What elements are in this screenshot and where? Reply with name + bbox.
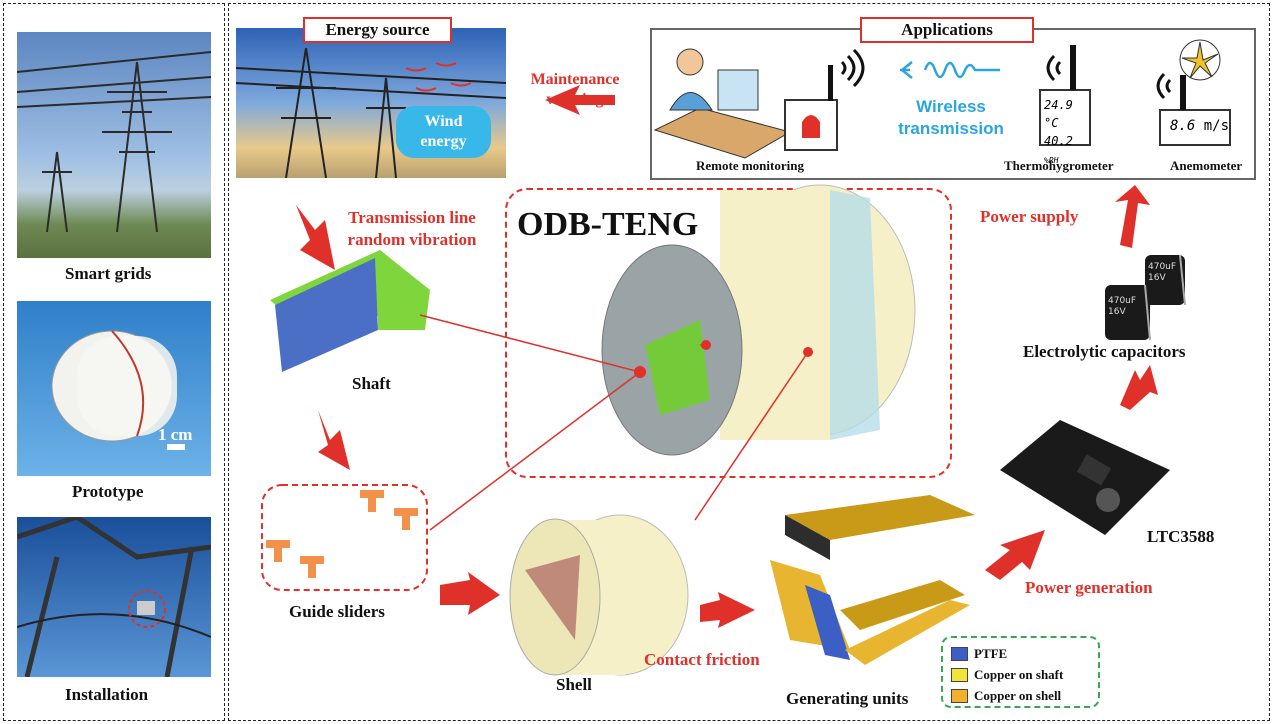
thermo-temp-unit: °C [1044,116,1059,130]
anemometer-graphic [1156,39,1231,146]
shell-label: Shell [556,675,592,694]
pylon-graphic [17,51,211,233]
thermohygrometer-label: Thermohygrometer [1004,158,1114,173]
wifi-signal-icon [840,48,865,88]
thermo-hum: 40.2 [1044,134,1073,148]
capacitors-label: Electrolytic capacitors [1023,342,1186,361]
ltc3588-label: LTC3588 [1147,527,1215,546]
scale-bar-label: 1 cm [158,425,193,444]
legend-label-copper-shaft: Copper on shaft [974,666,1064,682]
shaft-graphic [270,250,430,372]
thermohygrometer-graphic [1039,45,1091,146]
connector-lines [419,314,809,531]
thermo-reading: 24.9 °C 40.2 %RH [1044,96,1090,170]
smart-grids-label: Smart grids [65,264,152,283]
thermo-temp: 24.9 [1044,98,1073,112]
installation-label: Installation [65,685,149,704]
legend-row-copper-shaft: Copper on shaft [951,664,1090,685]
generating-units-label: Generating units [786,689,909,708]
material-legend: PTFE Copper on shaft Copper on shell [941,636,1100,708]
contact-friction-label: Contact friction [644,650,760,669]
smart-grids-photo [17,32,211,258]
odb-teng-title: ODB-TENG [517,206,699,243]
shell-graphic [509,514,689,676]
ltc3588-board [1000,420,1170,535]
energy-source-photo: Wind energy [236,28,506,178]
legend-label-ptfe: PTFE [974,645,1008,661]
installation-photo [17,517,211,677]
applications-title: Applications [860,17,1034,43]
odb-teng-device [601,184,916,456]
installation-graphic [17,517,211,677]
remote-monitoring-label: Remote monitoring [696,158,804,173]
wireless-transmission-label: Wireless transmission [898,97,1004,138]
capacitor-marking-2: 470uF 16V [1108,296,1137,317]
anemo-reading: 8.6 m/s [1170,118,1229,134]
prototype-device-graphic [51,330,185,450]
wind-energy-badge: Wind energy [396,106,491,158]
power-generation-label: Power generation [1025,578,1153,597]
arrows [296,85,1158,628]
anemo-unit: m/s [1203,118,1230,134]
energy-tower-graphic [236,47,506,178]
legend-swatch-ptfe [951,646,968,661]
generating-units-graphic [770,495,975,665]
left-panel [3,3,225,721]
thermo-hum-unit: %RH [1044,156,1059,165]
prototype-photo: 1 cm [17,301,211,476]
transmission-vibration-label: Transmission line random vibration [347,208,477,249]
energy-source-title: Energy source [303,17,452,43]
remote-monitor-graphic [653,48,838,159]
capacitor-marking-1: 470uF 16V [1148,262,1177,283]
legend-label-copper-shell: Copper on shell [974,687,1062,703]
odb-teng-dashed-box [505,188,952,478]
guide-sliders-label: Guide sliders [289,602,385,621]
main-panel [228,3,1270,721]
guide-sliders-graphic [261,484,428,591]
prototype-label: Prototype [72,482,144,501]
wireless-wave-icon [899,61,1000,79]
power-supply-label: Power supply [980,207,1079,226]
wind-energy-label: Wind energy [420,113,467,150]
legend-row-copper-shell: Copper on shell [951,685,1090,706]
anemo-value: 8.6 [1170,118,1196,134]
capacitors-graphic [1105,254,1186,341]
shaft-label: Shaft [352,374,391,393]
legend-swatch-copper-shell [951,688,968,703]
anemometer-label: Anemometer [1170,158,1243,173]
legend-row-ptfe: PTFE [951,643,1090,664]
legend-swatch-copper-shaft [951,667,968,682]
